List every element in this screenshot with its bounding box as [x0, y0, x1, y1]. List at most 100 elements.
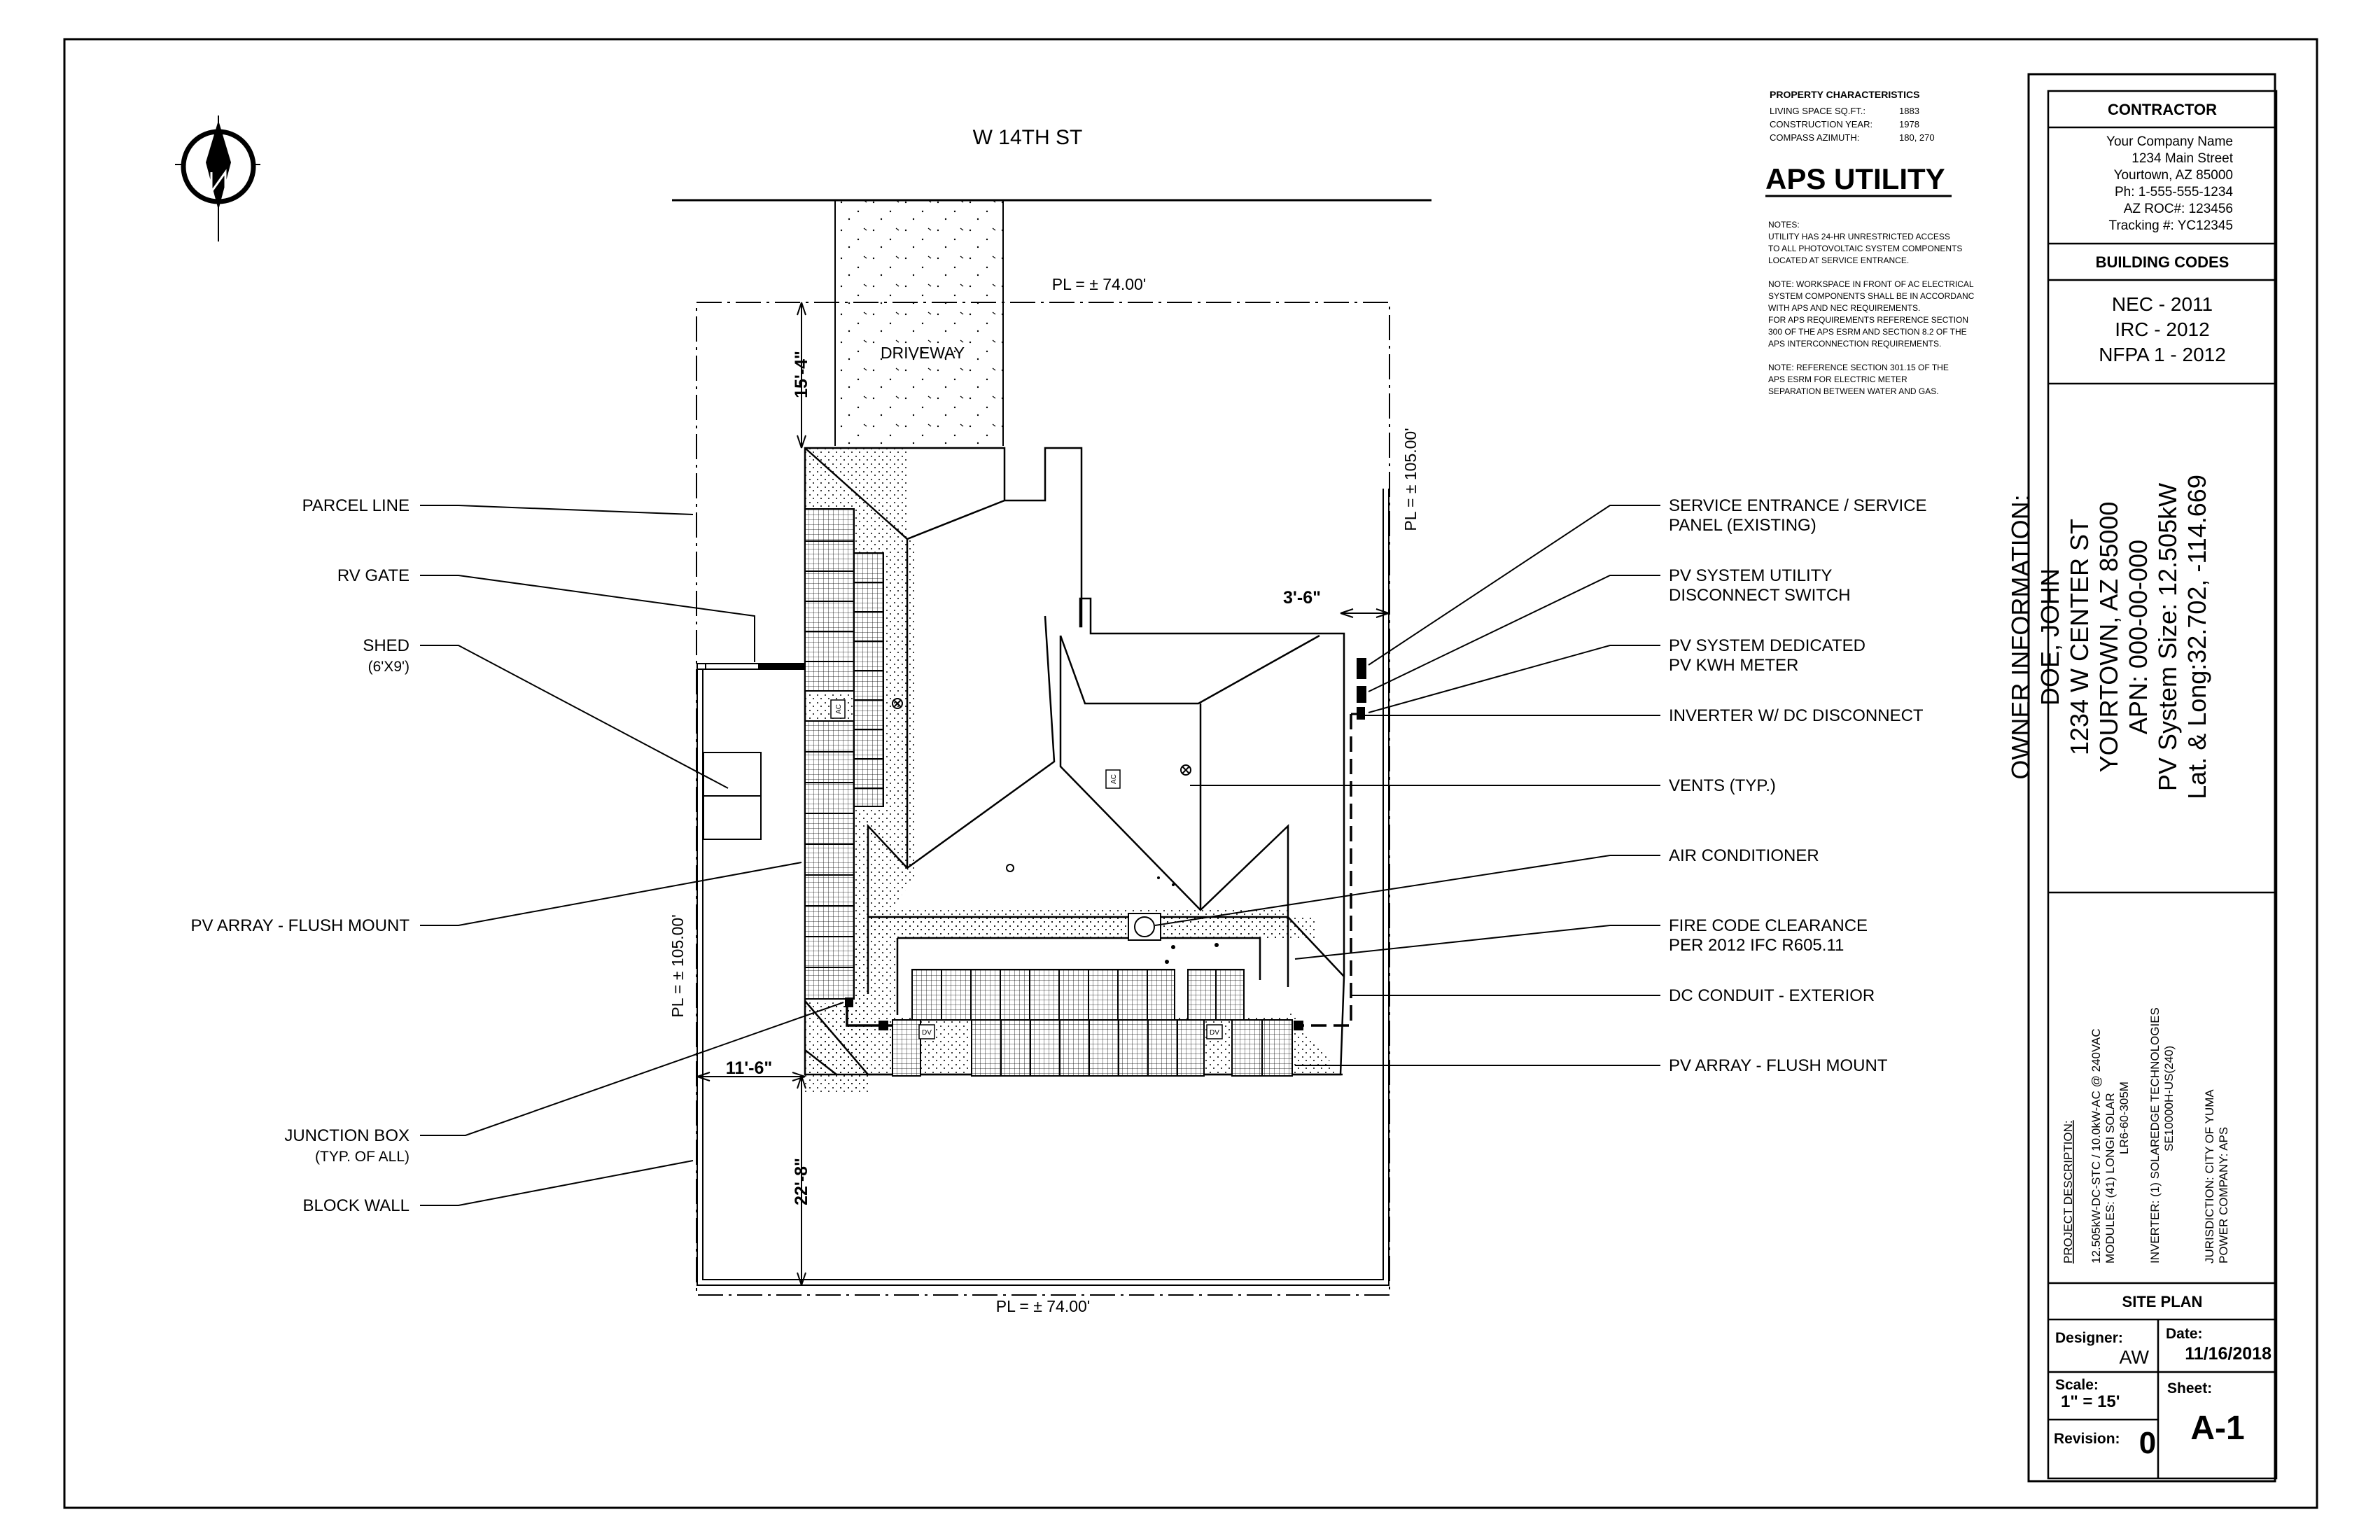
- notes-line: FOR APS REQUIREMENTS REFERENCE SECTION: [1768, 315, 1968, 325]
- project-line: POWER COMPANY: APS: [2217, 1127, 2230, 1264]
- property-label-year: CONSTRUCTION YEAR:: [1770, 119, 1872, 130]
- callout-junction-box-sub: (TYP. OF ALL): [315, 1149, 410, 1165]
- callout-kwh-meter-sub: PV KWH METER: [1669, 656, 1798, 675]
- owner-line: APN: 000-00-000: [2124, 540, 2152, 734]
- owner-line: 1234 W CENTER ST: [2065, 519, 2094, 755]
- callout-inverter: INVERTER W/ DC DISCONNECT: [1669, 706, 1924, 725]
- pv-array-left: [804, 508, 884, 1000]
- designer-label: Designer:: [2055, 1330, 2123, 1346]
- owner-line: Lat. & Long:32.702, -114.669: [2183, 475, 2211, 799]
- project-line: INVERTER: (1) SOLAREDGE TECHNOLOGIES: [2148, 1007, 2162, 1264]
- electrical-equipment: [1357, 658, 1366, 720]
- notes-line: SEPARATION BETWEEN WATER AND GAS.: [1768, 386, 1939, 396]
- code-line: NFPA 1 - 2012: [2099, 344, 2226, 365]
- date-label: Date:: [2166, 1326, 2203, 1342]
- owner-line: PV System Size: 12.505kW: [2153, 483, 2182, 791]
- dim-side-right: 3'-6": [1283, 588, 1321, 608]
- revision-label: Revision:: [2054, 1431, 2120, 1447]
- pl-right-label: PL = ± 105.00': [1401, 428, 1420, 531]
- code-line: IRC - 2012: [2115, 318, 2209, 340]
- project-description: PROJECT DESCRIPTION: 12.505kW-DC-STC / 1…: [2062, 1007, 2230, 1264]
- site-plan-heading: SITE PLAN: [2122, 1293, 2203, 1310]
- callout-parcel-line: PARCEL LINE: [302, 496, 410, 515]
- street-name: W 14TH ST: [973, 126, 1083, 149]
- property-label-living: LIVING SPACE SQ.FT.:: [1770, 106, 1865, 116]
- notes-block: NOTES: UTILITY HAS 24-HR UNRESTRICTED AC…: [1768, 220, 1975, 396]
- dv-tag-left: DV: [922, 1029, 932, 1037]
- dimension-lines: [696, 302, 1390, 1286]
- dim-front: 15'-4": [792, 351, 811, 398]
- scale-value: 1" = 15': [2061, 1392, 2120, 1411]
- sheet-label: Sheet:: [2167, 1380, 2212, 1396]
- shed: [703, 752, 762, 840]
- project-line: SE10000H-US(240): [2162, 1046, 2176, 1152]
- date-value: 11/16/2018: [2185, 1344, 2272, 1364]
- codes-heading: BUILDING CODES: [2096, 253, 2230, 271]
- callout-utility-disconnect: PV SYSTEM UTILITY: [1669, 566, 1832, 585]
- notes-line: TO ALL PHOTOVOLTAIC SYSTEM COMPONENTS: [1768, 244, 1962, 253]
- callout-leaders-left: [420, 505, 844, 1206]
- callout-leaders-right: [1154, 505, 1660, 1066]
- driveway-label: DRIVEWAY: [881, 344, 965, 362]
- notes-line: WITH APS AND NEC REQUIREMENTS.: [1768, 303, 1920, 313]
- sheet-value: A-1: [2190, 1410, 2244, 1447]
- callout-dc-conduit: DC CONDUIT - EXTERIOR: [1669, 986, 1875, 1005]
- callout-air-conditioner: AIR CONDITIONER: [1669, 846, 1819, 865]
- pl-left-label: PL = ± 105.00': [668, 914, 687, 1017]
- callout-fire-clearance-sub: PER 2012 IFC R605.11: [1669, 936, 1844, 955]
- ac-tag-left: AC: [835, 704, 843, 714]
- dv-tag-right: DV: [1210, 1029, 1219, 1037]
- north-arrow-icon: [175, 115, 260, 241]
- callout-utility-disconnect-sub: DISCONNECT SWITCH: [1669, 586, 1851, 605]
- pl-bottom-label: PL = ± 74.00': [996, 1297, 1090, 1315]
- project-line: LR6-60-305M: [2118, 1082, 2131, 1154]
- junction-box-icon: [845, 997, 853, 1007]
- callout-rv-gate: RV GATE: [337, 566, 410, 585]
- contractor-heading: CONTRACTOR: [2108, 101, 2217, 118]
- air-conditioner-icon: [1128, 913, 1161, 941]
- junction-box-icon: [878, 1021, 888, 1030]
- property-title: PROPERTY CHARACTERISTICS: [1770, 89, 1919, 100]
- callout-shed-sub: (6'X9'): [368, 659, 410, 675]
- notes-line: NOTE: WORKSPACE IN FRONT OF AC ELECTRICA…: [1768, 279, 1974, 289]
- pv-array-bottom: [892, 969, 1293, 1077]
- notes-line: NOTE: REFERENCE SECTION 301.15 OF THE: [1768, 363, 1949, 372]
- ac-tag-icon: [830, 699, 846, 719]
- callout-service-entrance: SERVICE ENTRANCE / SERVICE: [1669, 496, 1927, 515]
- pl-top-label: PL = ± 74.00': [1052, 275, 1146, 293]
- ac-tag-icon: [1105, 769, 1121, 789]
- utility-title: APS UTILITY: [1765, 162, 1945, 195]
- dim-rear: 22'-8": [792, 1158, 811, 1205]
- owner-line: DOE, JOHN: [2036, 568, 2064, 706]
- property-value-azimuth: 180, 270: [1899, 132, 1935, 143]
- callout-service-entrance-sub: PANEL (EXISTING): [1669, 516, 1816, 535]
- dim-side-left: 11'-6": [726, 1058, 772, 1078]
- notes-line: UTILITY HAS 24-HR UNRESTRICTED ACCESS: [1768, 232, 1950, 241]
- project-line: MODULES: (41) LONGI SOLAR: [2104, 1093, 2117, 1264]
- contractor-line: Your Company Name: [2106, 134, 2233, 149]
- junction-box-icon: [1294, 1021, 1303, 1030]
- notes-line: 300 OF THE APS ESRM AND SECTION 8.2 OF T…: [1768, 327, 1967, 337]
- vent-icon: [892, 698, 1191, 872]
- dv-tag-icon: [918, 1024, 935, 1040]
- contractor-line: 1234 Main Street: [2132, 151, 2233, 166]
- contractor-line: Yourtown, AZ 85000: [2114, 168, 2233, 183]
- title-block-grid: [2047, 90, 2278, 1480]
- callout-pv-array-right: PV ARRAY - FLUSH MOUNT: [1669, 1056, 1888, 1075]
- parcel-line: [696, 302, 1390, 1296]
- dv-tag-icon: [1206, 1024, 1223, 1040]
- code-line: NEC - 2011: [2112, 293, 2213, 315]
- project-line: JURISDICTION: CITY OF YUMA: [2203, 1089, 2216, 1264]
- property-label-azimuth: COMPASS AZIMUTH:: [1770, 132, 1859, 143]
- notes-line: APS INTERCONNECTION REQUIREMENTS.: [1768, 339, 1941, 349]
- notes-line: NOTES:: [1768, 220, 1800, 230]
- revision-value: 0: [2139, 1426, 2156, 1460]
- sheet-border: [63, 38, 2318, 1509]
- title-block-frame: [2027, 73, 2276, 1483]
- dc-conduit: [1294, 714, 1352, 1027]
- project-heading: PROJECT DESCRIPTION:: [2062, 1120, 2075, 1264]
- notes-line: LOCATED AT SERVICE ENTRANCE.: [1768, 255, 1909, 265]
- callout-shed: SHED: [363, 636, 410, 655]
- owner-info: OWNER INFORMATION: DOE, JOHN 1234 W CENT…: [2006, 475, 2211, 799]
